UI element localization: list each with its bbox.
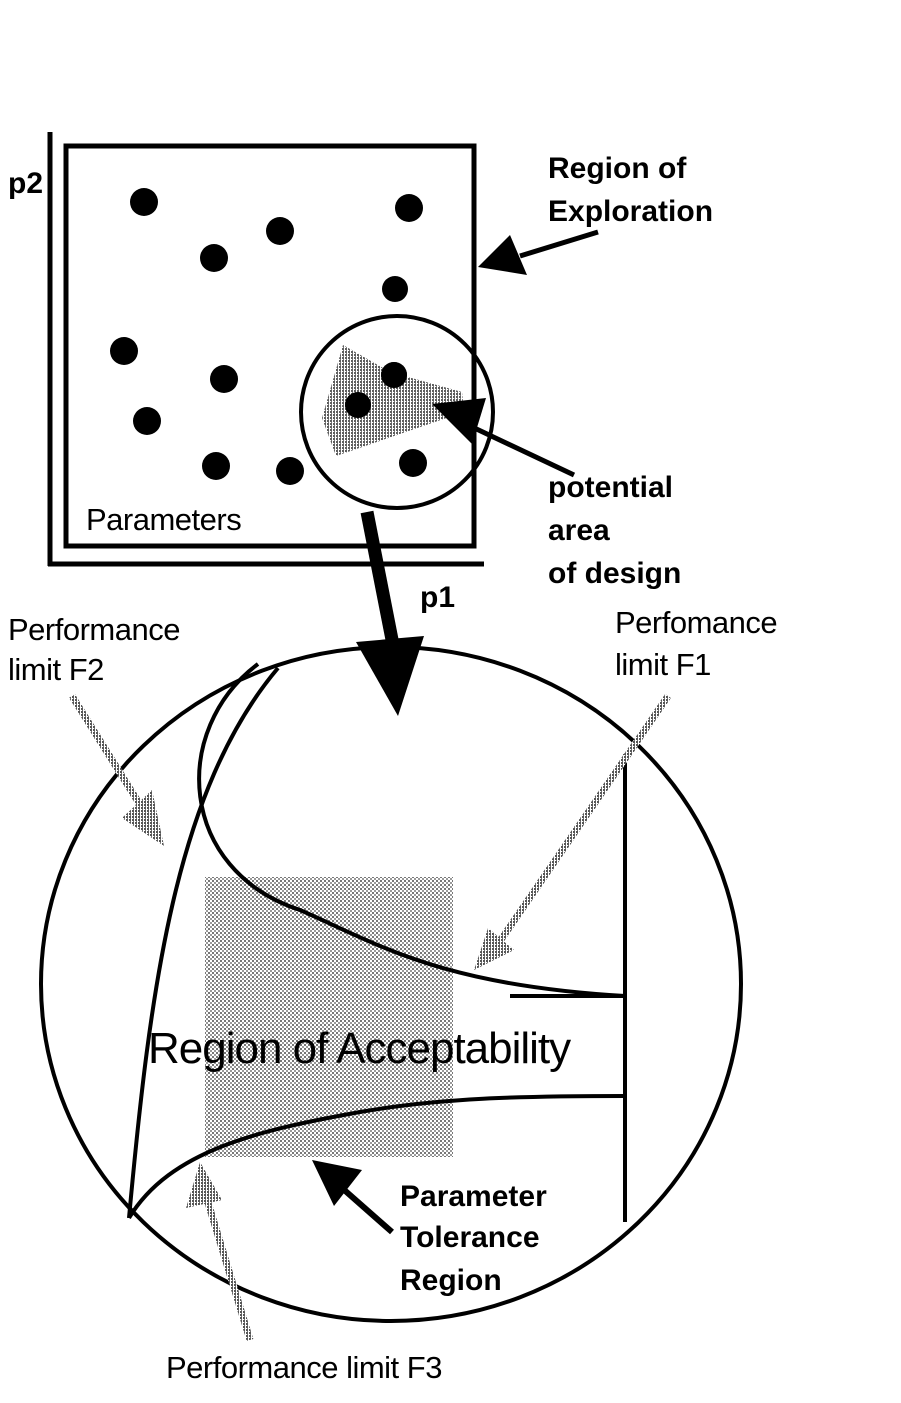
region-of-exploration-line2: Exploration — [548, 195, 713, 228]
performance-limit-f3-curve — [127, 1094, 626, 1220]
parameters-label: Parameters — [86, 502, 241, 537]
sample-point — [110, 337, 138, 365]
potential-area-hatched-arrow — [322, 345, 464, 456]
sample-point — [381, 362, 407, 388]
parameter-tolerance-arrow — [312, 1160, 394, 1235]
sample-points — [110, 188, 427, 485]
performance-limit-f3-pointer — [186, 1162, 254, 1342]
performance-limit-f1-line1: Perfomance — [615, 605, 777, 640]
performance-limit-f2-line2: limit F2 — [8, 652, 104, 687]
sample-point — [382, 276, 408, 302]
region-of-exploration-line1: Region of — [548, 152, 687, 185]
sample-point — [345, 392, 371, 418]
parameter-tolerance-line1: Parameter — [400, 1180, 547, 1213]
potential-area-line2: area — [548, 514, 610, 547]
performance-limit-f2-upper-curve — [197, 662, 626, 998]
region-of-acceptability-label: Region of Acceptability — [148, 1024, 571, 1073]
parameter-tolerance-line3: Region — [400, 1264, 502, 1297]
performance-limit-f1-pointer — [474, 694, 671, 970]
potential-area-line3: of design — [548, 557, 681, 590]
performance-limit-f2-line1: Performance — [8, 612, 180, 647]
performance-limit-f2-curve — [127, 666, 280, 1219]
potential-area-circle — [299, 314, 495, 510]
parameter-tolerance-region — [205, 877, 453, 1157]
performance-limit-f2-pointer — [69, 694, 164, 846]
performance-limit-f1-line2: limit F1 — [615, 647, 711, 682]
sample-point — [210, 365, 238, 393]
region-of-exploration-arrow — [478, 229, 599, 275]
sample-point — [130, 188, 158, 216]
region-of-exploration-box — [63, 143, 477, 549]
sample-point — [266, 217, 294, 245]
performance-space-circle — [39, 645, 743, 1323]
p1-axis-label: p1 — [420, 581, 455, 614]
potential-area-arrow — [432, 398, 576, 478]
sample-point — [399, 449, 427, 477]
p2-axis-label: p2 — [8, 167, 43, 200]
sample-point — [276, 457, 304, 485]
potential-area-line1: potential — [548, 471, 673, 504]
mapping-arrow — [356, 510, 424, 716]
sample-point — [200, 244, 228, 272]
sample-point — [133, 407, 161, 435]
parameter-space-box — [47, 132, 484, 567]
performance-limit-f3-label: Performance limit F3 — [166, 1350, 442, 1385]
sample-point — [202, 452, 230, 480]
sample-point — [395, 194, 423, 222]
parameter-tolerance-line2: Tolerance — [400, 1221, 540, 1254]
